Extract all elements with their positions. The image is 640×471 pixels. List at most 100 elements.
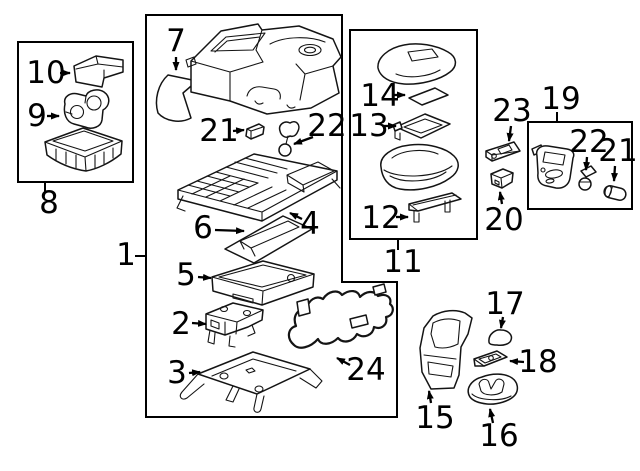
callout-9: 9 bbox=[27, 98, 60, 134]
callout-22-box19-label: 22 bbox=[569, 124, 608, 160]
part-9-drawing bbox=[63, 89, 110, 129]
callout-15: 15 bbox=[415, 390, 455, 436]
callout-12-label: 12 bbox=[361, 200, 400, 236]
callout-11-label: 11 bbox=[383, 244, 422, 280]
callout-8: 8 bbox=[39, 182, 59, 221]
part-21-box1-drawing bbox=[245, 123, 265, 140]
part-19-bezel-drawing bbox=[531, 144, 575, 189]
part-2-drawing bbox=[205, 302, 264, 348]
part-22-box19-drawing bbox=[578, 165, 597, 191]
callout-19: 19 bbox=[541, 81, 581, 121]
callout-13: 13 bbox=[349, 108, 397, 144]
part-7-drawing bbox=[155, 74, 198, 122]
callout-21-box1-label: 21 bbox=[199, 113, 238, 149]
callout-16: 16 bbox=[479, 408, 519, 454]
callout-22-box1-label: 22 bbox=[307, 108, 346, 144]
callout-5: 5 bbox=[176, 257, 212, 293]
callout-23-label: 23 bbox=[492, 93, 531, 129]
callout-23-arrow bbox=[506, 125, 514, 142]
callout-15-arrow bbox=[426, 390, 434, 404]
callout-19-label: 19 bbox=[541, 81, 580, 117]
callout-2-arrow bbox=[191, 319, 207, 327]
part-16-drawing bbox=[467, 373, 519, 405]
part-10-drawing bbox=[73, 55, 124, 88]
part-24-drawing bbox=[287, 283, 394, 349]
part-17-drawing bbox=[488, 329, 513, 346]
callout-2: 2 bbox=[171, 306, 207, 342]
callout-1: 1 bbox=[116, 237, 146, 273]
callout-17-arrow bbox=[498, 316, 506, 329]
callout-22-box1: 22 bbox=[293, 108, 347, 146]
callout-10: 10 bbox=[26, 55, 71, 91]
callout-24-arrow bbox=[336, 356, 351, 367]
part-21-box19-drawing bbox=[603, 185, 627, 201]
callout-20-arrow bbox=[497, 191, 505, 205]
callout-18-label: 18 bbox=[518, 344, 557, 380]
part-15-drawing bbox=[419, 309, 473, 390]
part-5-drawing bbox=[211, 260, 315, 306]
tray-insert-drawing bbox=[44, 127, 123, 172]
callout-17-label: 17 bbox=[485, 286, 524, 322]
callout-14: 14 bbox=[360, 78, 406, 114]
callout-4-label: 4 bbox=[300, 206, 320, 242]
part-23-drawing bbox=[485, 141, 521, 162]
part-3-drawing bbox=[179, 351, 323, 413]
callout-3-label: 3 bbox=[167, 355, 187, 391]
callout-24-label: 24 bbox=[346, 352, 385, 388]
callout-20-label: 20 bbox=[484, 202, 523, 238]
part-20-drawing bbox=[490, 168, 514, 189]
part-6-drawing bbox=[224, 215, 313, 264]
callout-11: 11 bbox=[383, 240, 423, 280]
callout-17: 17 bbox=[485, 286, 525, 329]
callout-16-label: 16 bbox=[479, 418, 518, 454]
callout-22-box19-arrow bbox=[583, 156, 591, 171]
callout-6: 6 bbox=[193, 210, 245, 246]
callout-18-arrow bbox=[509, 358, 525, 366]
callout-4-arrow bbox=[289, 211, 303, 221]
callout-7-label: 7 bbox=[166, 23, 186, 59]
callout-3: 3 bbox=[167, 355, 201, 391]
callout-21-box1: 21 bbox=[199, 113, 245, 149]
armrest-lid-drawing bbox=[377, 43, 457, 85]
callout-15-label: 15 bbox=[415, 400, 454, 436]
callout-9-label: 9 bbox=[27, 98, 47, 134]
callout-18: 18 bbox=[509, 344, 558, 380]
callout-2-label: 2 bbox=[171, 306, 191, 342]
part-14-drawing bbox=[408, 87, 449, 106]
callout-20: 20 bbox=[484, 191, 524, 238]
part-18-drawing bbox=[473, 350, 508, 367]
group-box-11 bbox=[349, 29, 478, 240]
callout-3-arrow bbox=[188, 369, 201, 377]
callout-10-label: 10 bbox=[26, 55, 65, 91]
callout-21-box19-arrow bbox=[611, 165, 619, 182]
callout-16-arrow bbox=[488, 408, 496, 424]
callout-22-box19: 22 bbox=[569, 124, 609, 171]
callout-1-label: 1 bbox=[116, 237, 136, 273]
part-22-box1-drawing bbox=[278, 120, 300, 157]
callout-5-label: 5 bbox=[176, 257, 196, 293]
callout-22-box1-arrow bbox=[293, 135, 314, 146]
part-13-drawing bbox=[392, 113, 451, 141]
callout-23: 23 bbox=[492, 93, 532, 142]
callout-4: 4 bbox=[289, 206, 320, 242]
callout-6-label: 6 bbox=[193, 210, 213, 246]
callout-14-label: 14 bbox=[360, 78, 399, 114]
armrest-body-drawing bbox=[380, 143, 459, 191]
callout-21-box19-label: 21 bbox=[598, 133, 637, 169]
callout-8-label: 8 bbox=[39, 185, 59, 221]
callout-12: 12 bbox=[361, 200, 409, 236]
part-12-drawing bbox=[408, 192, 462, 223]
group-box-8 bbox=[17, 41, 134, 183]
callout-13-label: 13 bbox=[349, 108, 388, 144]
callout-5-arrow bbox=[197, 273, 212, 281]
callout-6-arrow bbox=[214, 227, 245, 235]
callout-21-box1-arrow bbox=[232, 127, 245, 135]
part-4-drawing bbox=[176, 153, 341, 222]
callout-24: 24 bbox=[336, 352, 386, 388]
group-box-1 bbox=[145, 14, 398, 418]
callout-7: 7 bbox=[166, 23, 186, 71]
console-body-drawing bbox=[185, 23, 342, 115]
group-box-19 bbox=[527, 121, 633, 210]
